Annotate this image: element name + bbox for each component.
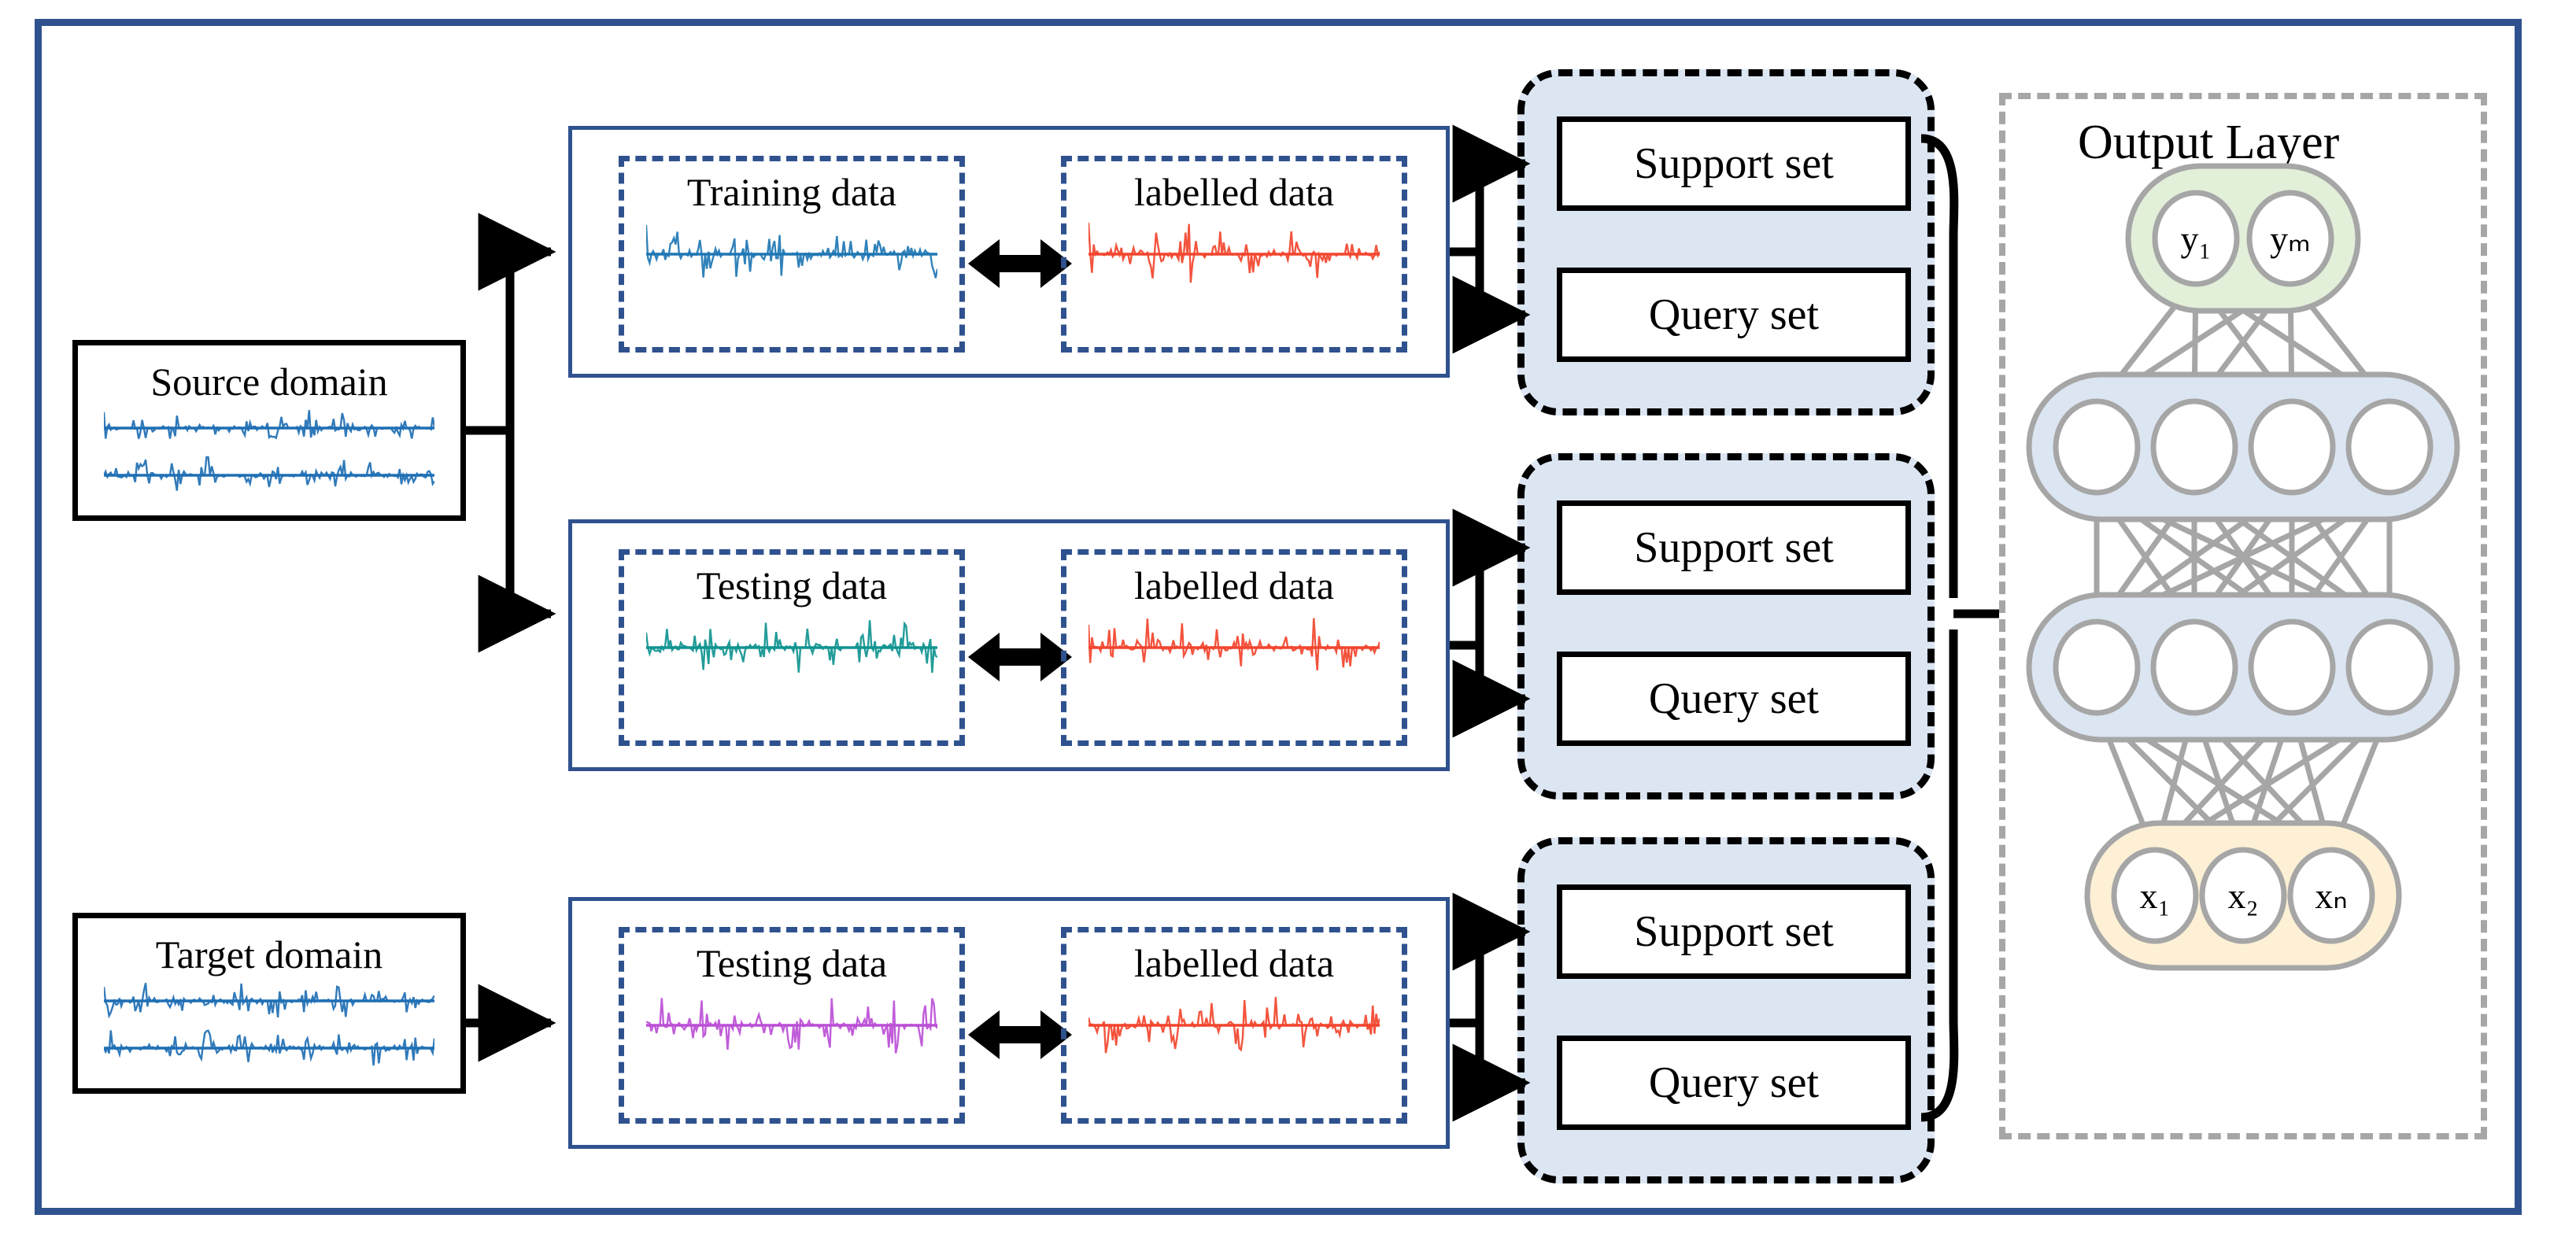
support-set-label-3: Support set <box>1634 907 1834 956</box>
train-labelled-data-label: labelled data <box>1133 170 1335 214</box>
support-set-box-2[interactable]: Support set <box>1557 500 1911 595</box>
training-data-box[interactable]: Training data <box>619 156 965 353</box>
target-domain-box[interactable]: Target domain <box>72 913 466 1094</box>
query-set-label-2: Query set <box>1648 674 1820 723</box>
source-testing-data-box[interactable]: Testing data <box>619 549 965 746</box>
source-testing-signal <box>646 620 937 673</box>
source-test-labelled-data-box[interactable]: labelled data <box>1061 549 1407 746</box>
source-test-labelled-data-label: labelled data <box>1133 563 1335 607</box>
source-domain-signal <box>104 410 434 491</box>
target-testing-data-label: Testing data <box>696 941 888 985</box>
training-data-signal <box>646 224 937 279</box>
support-set-label-2: Support set <box>1634 523 1834 572</box>
target-test-labelled-signal <box>1088 996 1380 1054</box>
train-labelled-data-box[interactable]: labelled data <box>1061 156 1407 353</box>
target-domain-label: Target domain <box>155 932 383 977</box>
support-set-box-3[interactable]: Support set <box>1557 884 1911 979</box>
target-testing-signal <box>646 998 937 1054</box>
support-set-label-1: Support set <box>1634 139 1834 188</box>
network-title-label: Output Layer <box>2078 116 2340 169</box>
target-test-labelled-data-box[interactable]: labelled data <box>1061 927 1407 1124</box>
source-testing-data-label: Testing data <box>696 563 888 607</box>
training-data-label: Training data <box>686 170 897 214</box>
query-set-label-3: Query set <box>1648 1058 1820 1107</box>
query-set-box-3[interactable]: Query set <box>1557 1036 1911 1130</box>
query-set-box-1[interactable]: Query set <box>1557 268 1911 362</box>
target-testing-data-box[interactable]: Testing data <box>619 927 965 1124</box>
support-set-box-1[interactable]: Support set <box>1557 116 1911 211</box>
query-set-label-1: Query set <box>1648 290 1820 339</box>
query-set-box-2[interactable]: Query set <box>1557 652 1911 746</box>
source-domain-label: Source domain <box>150 360 388 404</box>
network-container <box>1999 93 2487 1139</box>
target-test-labelled-data-label: labelled data <box>1133 941 1335 985</box>
source-test-labelled-signal <box>1088 618 1380 670</box>
target-domain-signal <box>104 983 434 1066</box>
outer-frame <box>35 19 2522 1215</box>
source-domain-box[interactable]: Source domain <box>72 340 466 521</box>
train-labelled-signal <box>1088 223 1380 283</box>
